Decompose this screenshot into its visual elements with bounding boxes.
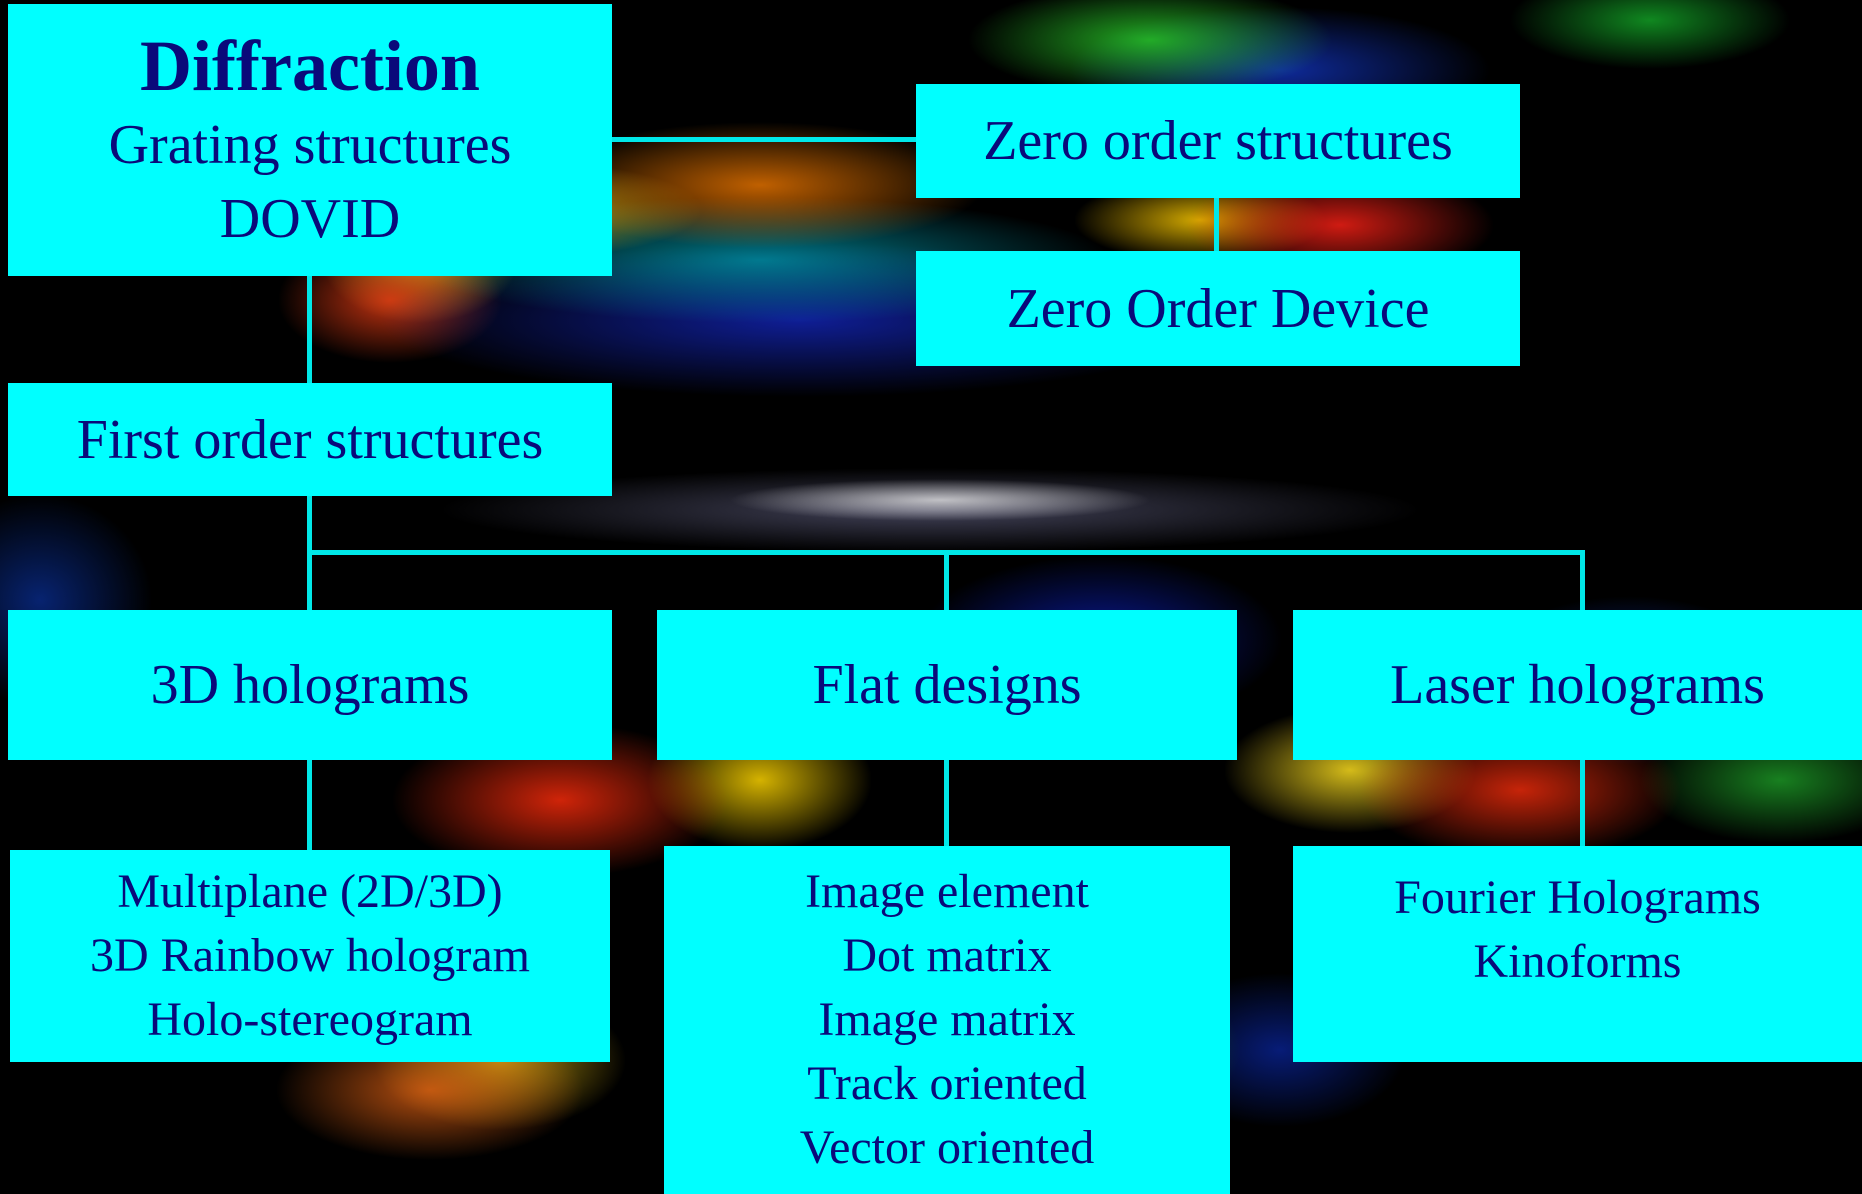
list-item: Track oriented — [807, 1057, 1087, 1110]
list-flat-designs: Image element Dot matrix Image matrix Tr… — [664, 846, 1230, 1194]
diffraction-title: Diffraction — [140, 26, 480, 106]
connector-diffraction-zero — [612, 137, 916, 142]
connector-first-bus — [307, 496, 312, 552]
connector-diffraction-first — [307, 276, 312, 383]
connector-laser-list — [1580, 760, 1585, 846]
list-item: Holo-stereogram — [147, 993, 473, 1046]
list-item: Image element — [805, 865, 1089, 918]
list-item: Multiplane (2D/3D) — [117, 865, 503, 918]
list-item: Fourier Holograms — [1394, 871, 1761, 924]
category-laser-holograms: Laser holograms — [1293, 610, 1862, 760]
zero-order-device-box: Zero Order Device — [916, 251, 1520, 366]
list-item: Vector oriented — [799, 1121, 1095, 1174]
diffraction-subtitle-grating: Grating structures — [108, 114, 512, 176]
connector-3d-list — [307, 760, 312, 850]
connector-bus-laser — [1580, 550, 1585, 610]
zero-order-structures-box: Zero order structures — [916, 84, 1520, 198]
diffraction-box: Diffraction Grating structures DOVID — [8, 4, 612, 276]
list-item: Dot matrix — [842, 929, 1052, 982]
connector-bus-flat — [944, 550, 949, 610]
connector-flat-list — [944, 760, 949, 846]
connector-bus-3d — [307, 550, 312, 610]
first-order-structures-box: First order structures — [8, 383, 612, 496]
category-flat-designs: Flat designs — [657, 610, 1237, 760]
diffraction-subtitle-dovid: DOVID — [219, 188, 401, 250]
connector-zero-device — [1214, 198, 1219, 251]
list-item: Image matrix — [818, 993, 1076, 1046]
list-3d-holograms: Multiplane (2D/3D) 3D Rainbow hologram H… — [10, 850, 610, 1062]
list-laser-holograms: Fourier Holograms Kinoforms — [1293, 846, 1862, 1062]
category-3d-holograms: 3D holograms — [8, 610, 612, 760]
list-item: Kinoforms — [1473, 935, 1682, 988]
list-item: 3D Rainbow hologram — [90, 929, 530, 982]
